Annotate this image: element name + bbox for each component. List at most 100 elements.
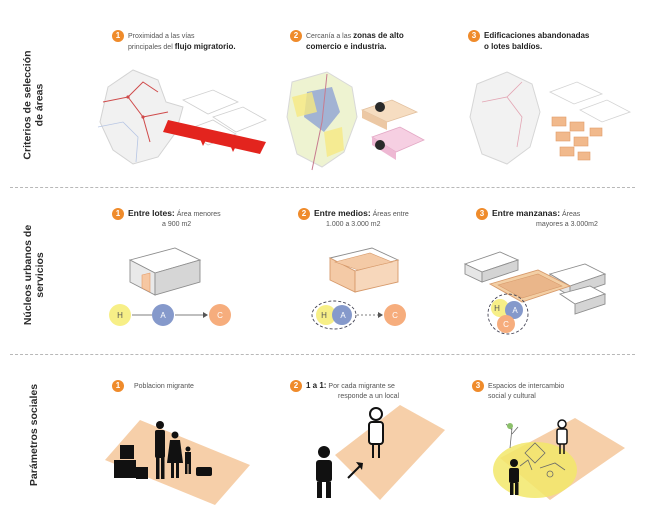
nucleus-caption-1: 1 Entre lotes: Área menores a 900 m2 bbox=[112, 208, 262, 229]
node-label: C bbox=[217, 311, 223, 320]
social-caption-1: 1 Poblacion migrante bbox=[112, 380, 262, 392]
caption-bold: Entre manzanas: bbox=[492, 207, 561, 218]
local-outline-icon bbox=[556, 419, 568, 454]
node-c bbox=[497, 315, 515, 333]
node-label: A bbox=[512, 306, 518, 315]
caption-bold: Entre medios: bbox=[314, 207, 371, 218]
caption-text: social y cultural bbox=[488, 393, 536, 400]
caption-text: Poblacion migrante bbox=[134, 382, 194, 390]
step-number-badge: 2 bbox=[290, 380, 302, 392]
node-h bbox=[316, 305, 336, 325]
caption-text: Áreas entre bbox=[370, 210, 409, 218]
section-label-social: Parámetros sociales bbox=[14, 360, 54, 510]
step-number-badge: 2 bbox=[290, 30, 302, 42]
node-label: H bbox=[117, 311, 123, 320]
map-illustration-1 bbox=[97, 69, 267, 165]
caption-text: a 900 m2 bbox=[162, 221, 192, 228]
node-a bbox=[505, 301, 523, 319]
arrow-icon bbox=[378, 312, 383, 318]
caption-text: Por cada migrante se bbox=[326, 382, 395, 390]
arrow-icon bbox=[203, 312, 208, 318]
migration-route bbox=[102, 81, 169, 143]
nucleus-illustration-3: H A C bbox=[463, 251, 607, 335]
arrow-line bbox=[347, 465, 361, 479]
road-highlight-detail bbox=[198, 134, 238, 152]
step-number-badge: 1 bbox=[112, 30, 124, 42]
section-label-line: Parámetros sociales bbox=[28, 383, 40, 487]
criteria-caption-2: 2 Cercanía a las zonas de alto comercio e… bbox=[290, 30, 440, 52]
node-c bbox=[384, 304, 406, 326]
section-label-line: Criterios de selección bbox=[22, 50, 35, 160]
migrant-family-icon bbox=[114, 421, 212, 479]
section-divider bbox=[10, 354, 635, 355]
node-label: C bbox=[503, 320, 509, 329]
abandoned-buildings bbox=[551, 116, 603, 161]
section-label-line: servicios bbox=[34, 252, 47, 298]
block-front bbox=[154, 259, 201, 296]
node-a bbox=[152, 304, 174, 326]
local-outline-icon bbox=[368, 407, 384, 458]
caption-bold: zonas de alto bbox=[353, 30, 404, 40]
grouping-ring bbox=[487, 293, 529, 335]
criteria-caption-1: 1 Proximidad a las vías principales del f… bbox=[112, 30, 272, 52]
commerce-block-side bbox=[362, 110, 387, 130]
route-node bbox=[126, 95, 130, 99]
activity-sketch bbox=[505, 423, 566, 478]
caption-text: Área menores bbox=[174, 210, 221, 218]
nucleus-illustration-2: H A C bbox=[311, 247, 406, 330]
main-road-highlight bbox=[163, 120, 266, 154]
section-label-line: de áreas bbox=[34, 83, 47, 127]
step-number-badge: 1 bbox=[112, 380, 124, 392]
migrant-person-icon bbox=[509, 459, 519, 495]
commerce-marker-icon bbox=[375, 102, 385, 112]
step-number-badge: 3 bbox=[472, 380, 484, 392]
node-c bbox=[209, 304, 231, 326]
social-illustration-3 bbox=[493, 418, 625, 500]
map-illustration-2 bbox=[286, 71, 425, 171]
caption-bold: o lotes baldíos. bbox=[484, 42, 543, 51]
section-label-line: Núcleos urbanos de bbox=[22, 224, 35, 326]
social-illustration-2 bbox=[316, 405, 445, 500]
step-number-badge: 1 bbox=[112, 208, 124, 220]
route-line bbox=[311, 73, 328, 171]
industry-zone bbox=[292, 92, 317, 117]
caption-text: responde a un local bbox=[338, 393, 400, 400]
industry-zone bbox=[324, 127, 344, 157]
caption-bold: 1 a 1: bbox=[306, 380, 327, 390]
caption-bold: flujo migratorio. bbox=[174, 42, 236, 51]
map-illustration-3 bbox=[469, 71, 631, 165]
nucleus-illustration-1: H A C bbox=[109, 247, 231, 326]
section-divider bbox=[10, 187, 635, 188]
node-label: H bbox=[494, 304, 500, 313]
caption-bold: Edificaciones abandonadas bbox=[484, 30, 590, 40]
caption-text: Cercanía a las bbox=[306, 32, 354, 40]
industry-marker-icon bbox=[375, 140, 385, 150]
tree-icon bbox=[507, 423, 513, 429]
road-line bbox=[97, 121, 139, 163]
step-number-badge: 2 bbox=[298, 208, 310, 220]
caption-text: Proximidad a las vías bbox=[128, 32, 195, 40]
caption-text: 1.000 a 3.000 m2 bbox=[326, 221, 381, 228]
step-number-badge: 3 bbox=[476, 208, 488, 220]
patio-highlight bbox=[333, 252, 393, 271]
social-illustration-1 bbox=[105, 420, 250, 505]
social-caption-2: 2 1 a 1: Por cada migrante se responde a … bbox=[290, 380, 450, 401]
ground-plane bbox=[335, 405, 445, 500]
route-node bbox=[141, 115, 145, 119]
caption-bold: Entre lotes: bbox=[128, 207, 175, 218]
arrow-icon bbox=[356, 462, 363, 470]
node-label: A bbox=[340, 311, 346, 320]
step-number-badge: 3 bbox=[468, 30, 480, 42]
node-label: A bbox=[160, 311, 166, 320]
criteria-caption-3: 3 Edificaciones abandonadas o lotes baldí… bbox=[468, 30, 628, 52]
caption-bold: comercio e industria. bbox=[306, 42, 387, 51]
grouping-ring bbox=[311, 300, 357, 330]
caption-text: Áreas bbox=[560, 210, 581, 218]
node-h bbox=[109, 304, 131, 326]
caption-text: principales del bbox=[128, 44, 175, 51]
